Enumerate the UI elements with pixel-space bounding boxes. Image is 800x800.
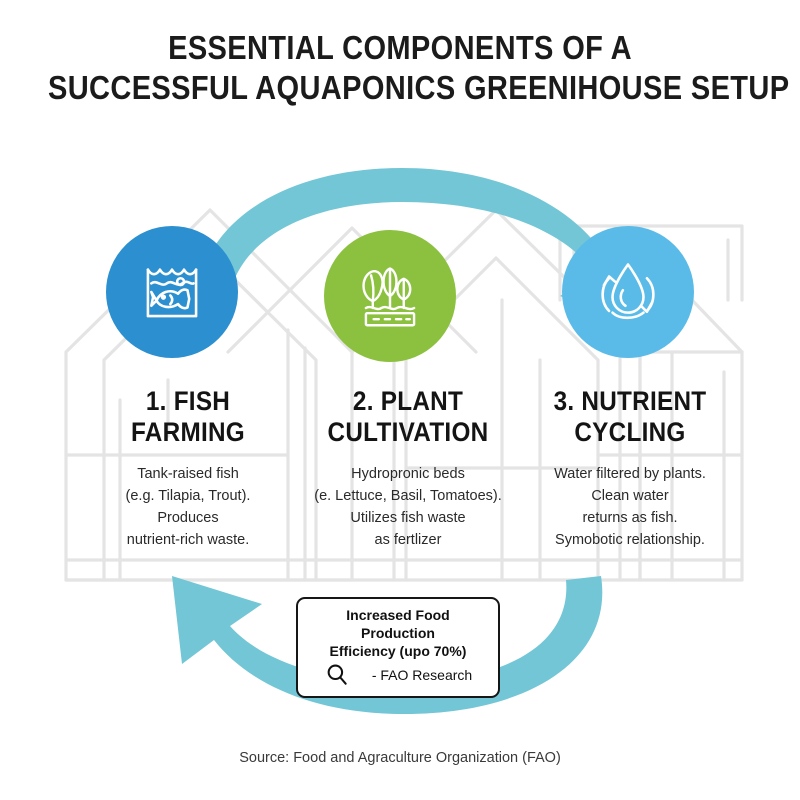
title-line-1: ESSENTIAL COMPONENTS OF A (168, 29, 632, 66)
greenhouse-inner-center (392, 256, 600, 582)
magnifier-icon (327, 664, 347, 685)
water-droplet-cycle-icon (601, 263, 655, 320)
heading-line-2: CULTIVATION (327, 417, 489, 448)
body-line: nutrient-rich waste. (126, 531, 250, 548)
body-line: (e. Lettuce, Basil, Tomatoes). (314, 487, 502, 504)
page-title: ESSENTIAL COMPONENTS OF A SUCCESSFUL AQU… (0, 28, 800, 107)
heading-nutrient-cycling: 3. NUTRIENT CYCLING (524, 386, 736, 449)
node-circle-plant-cultivation[interactable] (324, 230, 456, 362)
column-nutrient-cycling: 3. NUTRIENT CYCLING Water filtered by pl… (512, 386, 748, 551)
source-credit: Source: Food and Agraculture Organizatio… (239, 750, 561, 766)
body-line: (e.g. Tilapia, Trout). (125, 487, 251, 504)
stat-callout-box: Increased Food Production Efficiency (up… (296, 597, 500, 698)
column-fish-farming: 1. FISH FARMING Tank-raised fish (e.g. T… (70, 386, 306, 551)
greenhouse-rear-block (558, 224, 744, 302)
body-line: Utilizes fish waste (350, 509, 466, 526)
body-fish-farming: Tank-raised fish (e.g. Tilapia, Trout). … (70, 463, 306, 551)
title-line-2: SUCCESSFUL AQUAPONICS GREENIHOUSE SETUP (48, 68, 790, 106)
heading-line-1: 1. FISH (145, 386, 231, 416)
body-line: Produces (157, 509, 219, 526)
callout-attribution: - FAO Research (371, 666, 473, 683)
node-circle-nutrient-cycling[interactable] (562, 226, 694, 358)
heading-line-2: CYCLING (574, 417, 686, 448)
heading-line-1: 2. PLANT (352, 386, 464, 416)
greenhouse-right-annex (638, 350, 744, 582)
body-line: returns as fish. (582, 509, 678, 526)
body-line: Symobotic relationship. (555, 531, 705, 548)
plant-bed-icon (362, 267, 416, 327)
heading-line-1: 3. NUTRIENT (553, 386, 707, 416)
heading-fish-farming: 1. FISH FARMING (82, 386, 294, 449)
heading-plant-cultivation: 2. PLANT CULTIVATION (302, 386, 514, 449)
body-line: as fertlizer (374, 531, 442, 548)
column-plant-cultivation: 2. PLANT CULTIVATION Hydropronic beds (e… (290, 386, 526, 551)
node-circle-fish-farming[interactable] (106, 226, 238, 358)
body-plant-cultivation: Hydropronic beds (e. Lettuce, Basil, Tom… (290, 463, 526, 551)
callout-attribution-row: - FAO Research (308, 662, 488, 688)
heading-line-2: FARMING (131, 417, 245, 448)
body-nutrient-cycling: Water filtered by plants. Clean water re… (512, 463, 748, 551)
callout-line-2: Efficiency (upo 70%) (329, 642, 467, 659)
body-line: Water filtered by plants. (554, 465, 706, 482)
callout-line-1: Increased Food Production (346, 607, 450, 641)
body-line: Hydropronic beds (351, 465, 465, 482)
top-arrow (196, 168, 648, 330)
body-line: Tank-raised fish (137, 465, 239, 482)
fishbowl-icon (146, 268, 198, 318)
body-line: Clean water (591, 487, 669, 504)
